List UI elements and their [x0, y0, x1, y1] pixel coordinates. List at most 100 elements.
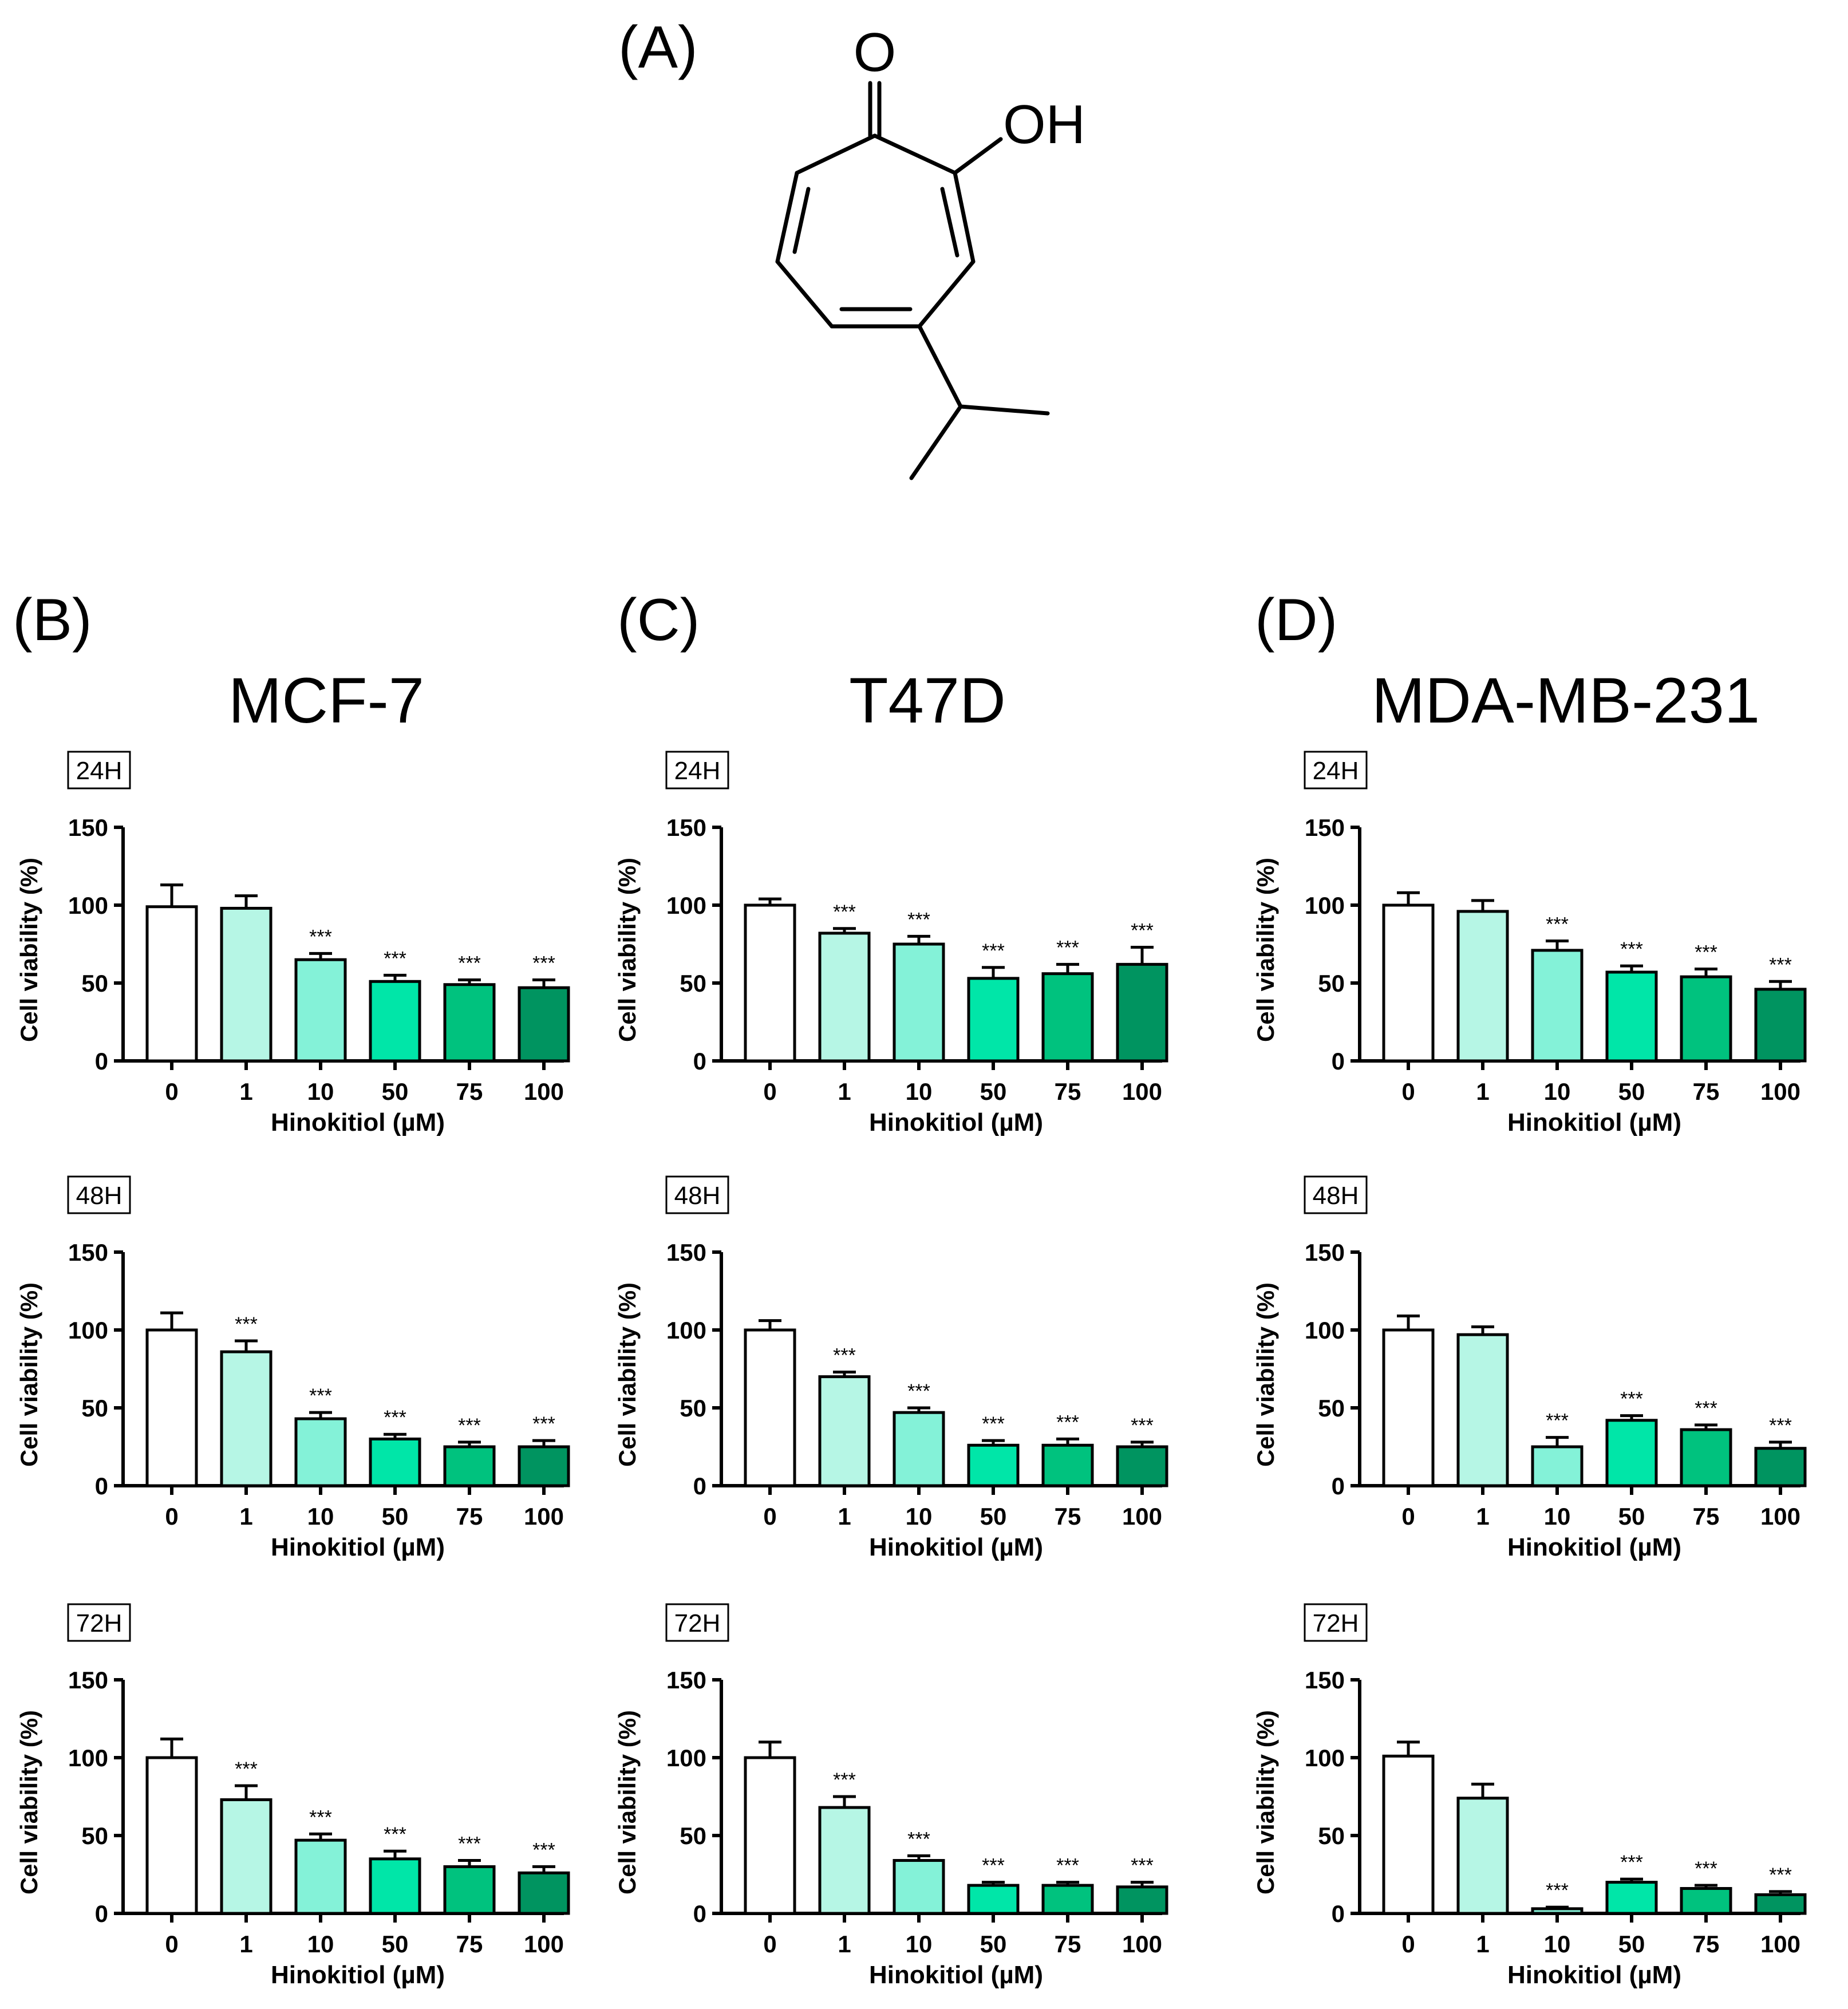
x-tick-label: 50	[382, 1078, 409, 1105]
bar	[1116, 962, 1168, 1063]
x-axis-title: Hinokitiol (µM)	[271, 1961, 445, 1989]
hydroxyl-bond	[953, 137, 1003, 175]
time-badge-label: 48H	[76, 1182, 123, 1210]
y-tick-label: 150	[68, 1239, 108, 1266]
time-badge-label: 24H	[1313, 757, 1359, 785]
y-axis-title: Cell viability (%)	[15, 1710, 42, 1894]
bar	[1456, 1333, 1509, 1487]
x-tick-label: 1	[1476, 1078, 1489, 1105]
y-tick-label: 0	[95, 1048, 108, 1075]
y-tick-label: 50	[81, 1395, 108, 1422]
bar	[1382, 903, 1435, 1063]
x-axis-title: Hinokitiol (µM)	[1507, 1108, 1681, 1136]
significance-marker: ***	[532, 1839, 555, 1861]
significance-marker: ***	[1769, 1415, 1792, 1436]
x-tick-label: 75	[1055, 1078, 1081, 1105]
y-tick-label: 100	[666, 1317, 706, 1344]
bar	[1456, 1797, 1509, 1915]
x-tick-label: 100	[524, 1503, 564, 1530]
y-tick-label: 0	[1332, 1473, 1345, 1499]
bar	[893, 1411, 945, 1487]
bar	[1382, 1754, 1435, 1915]
bar	[1680, 1428, 1732, 1487]
y-tick-label: 150	[666, 814, 706, 841]
bar	[1382, 1328, 1435, 1487]
x-tick-label: 100	[524, 1078, 564, 1105]
bar	[1456, 910, 1509, 1063]
x-tick-label: 75	[1055, 1931, 1081, 1957]
ring-bond-2	[953, 171, 976, 264]
significance-marker: ***	[1131, 919, 1154, 941]
x-tick-label: 10	[307, 1503, 334, 1530]
x-axis-title: Hinokitiol (µM)	[1507, 1961, 1681, 1989]
x-tick-label: 0	[1401, 1078, 1415, 1105]
ring-bond-6	[775, 171, 799, 264]
time-badge-label: 72H	[1313, 1609, 1359, 1637]
significance-marker: ***	[1056, 1411, 1079, 1433]
bar	[1605, 1881, 1658, 1915]
y-tick-label: 0	[693, 1048, 706, 1075]
y-tick-label: 100	[68, 1744, 108, 1771]
significance-marker: ***	[309, 926, 332, 948]
bar	[1531, 1445, 1584, 1487]
bar	[294, 1838, 347, 1915]
y-tick-label: 100	[68, 1317, 108, 1344]
x-tick-label: 1	[838, 1931, 851, 1957]
y-tick-label: 100	[1305, 1317, 1345, 1344]
bar	[967, 977, 1020, 1063]
ring-bond-5	[775, 259, 834, 329]
x-tick-label: 75	[456, 1931, 483, 1957]
significance-marker: ***	[833, 1769, 856, 1791]
time-badge-box	[67, 1603, 131, 1642]
y-tick-label: 100	[1305, 892, 1345, 919]
time-badge-box	[1304, 751, 1368, 790]
y-tick-label: 150	[1305, 1667, 1345, 1694]
time-badge-box	[1304, 1603, 1368, 1642]
x-tick-label: 50	[1618, 1078, 1645, 1105]
x-tick-label: 100	[1760, 1931, 1800, 1957]
x-tick-label: 0	[165, 1503, 178, 1530]
x-tick-label: 10	[1544, 1931, 1571, 1957]
x-tick-label: 50	[382, 1503, 409, 1530]
bar	[294, 1417, 347, 1487]
bar	[818, 932, 871, 1063]
y-tick-label: 150	[1305, 814, 1345, 841]
significance-marker: ***	[1769, 1864, 1792, 1886]
significance-marker: ***	[1546, 1880, 1569, 1901]
y-tick-label: 50	[680, 1822, 706, 1849]
column-title-t47d: T47D	[849, 665, 1006, 736]
significance-marker: ***	[982, 940, 1005, 962]
significance-marker: ***	[384, 948, 406, 969]
x-tick-label: 100	[524, 1931, 564, 1957]
bar	[443, 983, 496, 1063]
x-tick-label: 1	[838, 1503, 851, 1530]
x-tick-label: 75	[456, 1503, 483, 1530]
x-tick-label: 10	[1544, 1503, 1571, 1530]
y-tick-label: 50	[81, 970, 108, 997]
bar	[893, 942, 945, 1063]
bar	[145, 905, 198, 1063]
double-bond-inner-1	[940, 187, 959, 258]
x-tick-label: 1	[1476, 1931, 1489, 1957]
y-tick-label: 100	[68, 892, 108, 919]
x-tick-label: 0	[1401, 1503, 1415, 1530]
y-tick-label: 150	[68, 1667, 108, 1694]
ring-bond-1	[872, 133, 957, 175]
y-tick-label: 0	[95, 1900, 108, 1927]
x-tick-label: 1	[239, 1931, 252, 1957]
time-badge-label: 24H	[674, 757, 721, 785]
bar	[145, 1756, 198, 1915]
x-tick-label: 75	[456, 1078, 483, 1105]
bar	[369, 1857, 421, 1915]
x-tick-label: 1	[239, 1078, 252, 1105]
significance-marker: ***	[982, 1855, 1005, 1877]
x-tick-label: 0	[165, 1931, 178, 1957]
bar	[294, 958, 347, 1063]
time-badge-label: 72H	[76, 1609, 123, 1637]
bar	[443, 1865, 496, 1915]
significance-marker: ***	[1695, 942, 1717, 964]
significance-marker: ***	[1546, 1410, 1569, 1432]
bar	[1680, 975, 1732, 1063]
